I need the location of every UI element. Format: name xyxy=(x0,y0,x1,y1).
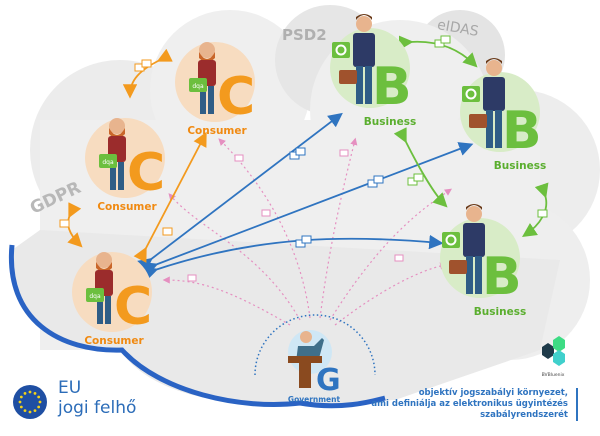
legal-framework-note: objektív jogszabályi környezet, ami defi… xyxy=(371,388,578,421)
eu-star-icon xyxy=(37,405,41,409)
regulation-eidas: eIDAS xyxy=(436,17,480,40)
briefcase-icon xyxy=(449,260,467,274)
note-line: objektív jogszabályi környezet, xyxy=(418,388,568,398)
eu-star-icon xyxy=(19,395,23,399)
business-person-icon xyxy=(463,204,485,294)
consumer-label: Consumer xyxy=(187,125,247,137)
business-letter: B xyxy=(482,247,522,307)
business-letter: B xyxy=(372,57,412,117)
business-label: Business xyxy=(494,160,546,172)
refresh-logo-icon xyxy=(332,42,350,58)
bvbluenix-logo: BVBluenix xyxy=(542,336,565,378)
regulation-psd2: PSD2 xyxy=(282,26,327,44)
government-label: Government xyxy=(288,395,341,404)
consumer-label: Consumer xyxy=(84,335,144,347)
dqa-logo-icon xyxy=(86,288,104,302)
business-label: Business xyxy=(364,116,416,128)
eu-flag-icon xyxy=(13,385,47,419)
podium-icon xyxy=(288,356,322,363)
eu-title-line2: jogi felhő xyxy=(58,398,137,418)
message-icons xyxy=(59,35,548,282)
consumer-label: Consumer xyxy=(97,201,157,213)
business-person-icon xyxy=(483,58,505,148)
eu-star-icon xyxy=(18,400,22,404)
eu-star-icon xyxy=(33,409,37,413)
dqa-logo-icon xyxy=(99,154,117,168)
eu-star-icon xyxy=(23,409,27,413)
eu-star-icon xyxy=(37,395,41,399)
briefcase-icon xyxy=(339,70,357,84)
eu-star-icon xyxy=(38,400,42,404)
refresh-logo-icon xyxy=(462,86,480,102)
consumer-consumer-links xyxy=(67,48,207,263)
business-label: Business xyxy=(474,306,526,318)
consumer-letter: C xyxy=(114,277,152,337)
svg-text:dqa: dqa xyxy=(89,293,101,300)
eu-title-line1: EU xyxy=(58,378,82,398)
eu-star-icon xyxy=(19,405,23,409)
svg-text:dqa: dqa xyxy=(102,159,114,166)
eu-star-icon xyxy=(23,391,27,395)
svg-text:BVBluenix: BVBluenix xyxy=(542,372,565,378)
consumer-letter: C xyxy=(217,67,255,127)
svg-text:dqa: dqa xyxy=(192,83,204,90)
consumer-letter: C xyxy=(127,143,165,203)
refresh-logo-icon xyxy=(442,232,460,248)
dqa-logo-icon xyxy=(189,78,207,92)
note-line: szabályrendszerét xyxy=(480,410,568,420)
briefcase-icon xyxy=(469,114,487,128)
note-line: ami definiálja az elektronikus ügyintézé… xyxy=(371,399,568,409)
eu-title: EU jogi felhő xyxy=(58,378,136,418)
eu-star-icon xyxy=(28,410,32,414)
eu-star-icon xyxy=(28,390,32,394)
business-person-icon xyxy=(353,14,375,104)
government-letter: G xyxy=(316,363,341,398)
business-letter: B xyxy=(502,101,542,161)
government-node[interactable]: G Government xyxy=(254,314,376,404)
eu-star-icon xyxy=(33,391,37,395)
